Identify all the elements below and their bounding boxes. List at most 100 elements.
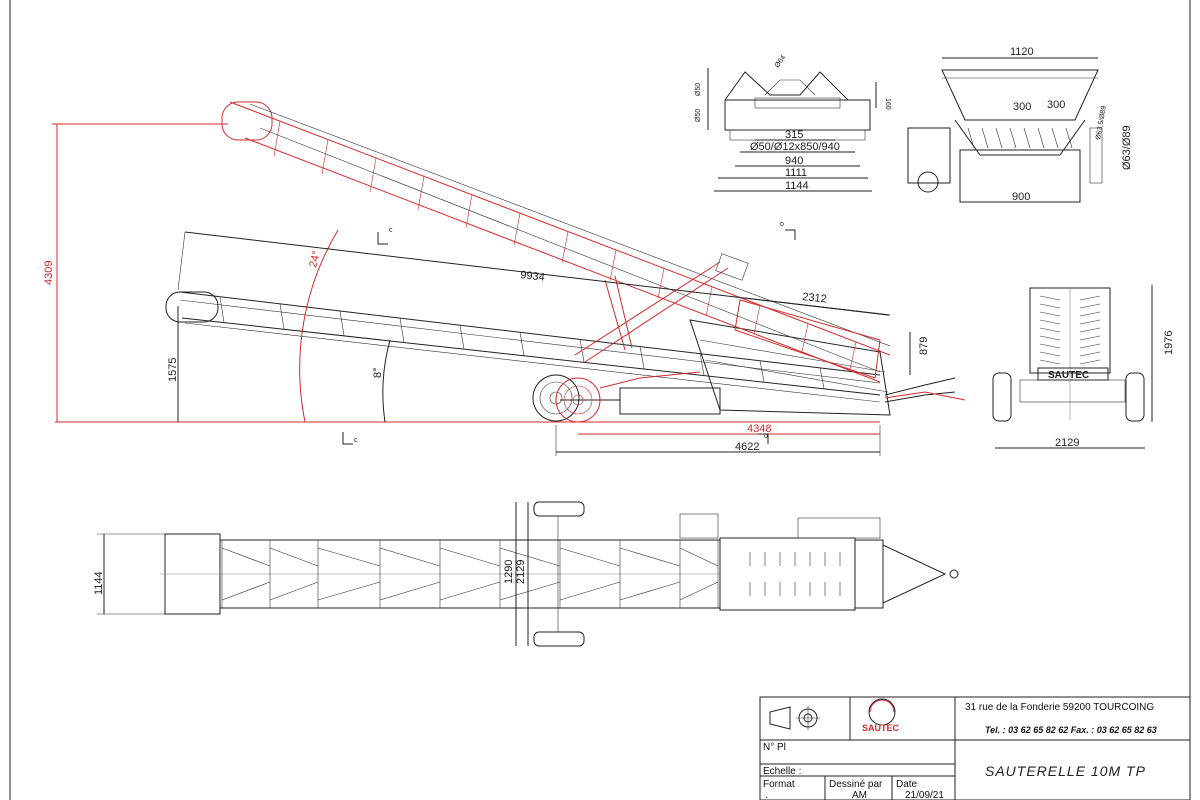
- dim-1111: 1111: [785, 167, 807, 179]
- drawbar-lowered: [884, 377, 956, 396]
- truss-post-raised: [321, 139, 329, 175]
- wheel-raised: [555, 377, 601, 423]
- truss-post-raised: [705, 286, 713, 317]
- chevron-left: [1039, 319, 1061, 325]
- truss-post-raised: [801, 323, 809, 352]
- drawing-title: SAUTERELLE 10M TP: [985, 763, 1146, 779]
- head-pulley-lowered: [165, 291, 219, 323]
- rear-wheel-left: [992, 372, 1012, 422]
- truss-diagonal: [619, 581, 681, 601]
- chevron-right: [1079, 359, 1101, 365]
- chevron-left: [1039, 327, 1061, 333]
- format-value: .: [765, 790, 768, 800]
- section-marker-bottom: c: [354, 437, 358, 444]
- sautec-logo: SAUTEC: [862, 698, 900, 733]
- chevron-left: [1039, 359, 1061, 365]
- chevron-right: [1079, 311, 1101, 317]
- chevron-left: [1039, 295, 1061, 301]
- top-truss-members: [221, 540, 719, 608]
- truss-diagonal: [559, 547, 621, 567]
- drawn-by-value: AM: [852, 790, 867, 800]
- dim-top-inner: 1290: [503, 560, 515, 584]
- chevron-left: [1039, 351, 1061, 357]
- drawbar-top: [882, 544, 947, 604]
- dim-300a: 300: [1013, 101, 1031, 113]
- dim-wheelbase-lowered: 4622: [735, 441, 759, 453]
- detail-marker-bottom: o: [764, 433, 768, 440]
- dim-top-track: 2129: [515, 560, 527, 584]
- angle-arc-8: [382, 339, 391, 423]
- address: 31 rue de la Fonderie 59200 TOURCOING: [965, 702, 1154, 713]
- roller-mark: [981, 127, 989, 149]
- trough-idlers: [724, 71, 849, 101]
- truss-post: [819, 367, 825, 389]
- lift-strut: [574, 261, 721, 356]
- dim-height-lowered: 1575: [167, 358, 179, 382]
- truss-diagonal: [317, 547, 381, 567]
- chevron-right: [1079, 319, 1101, 325]
- truss-post-raised: [561, 231, 569, 264]
- chevron-left: [1039, 335, 1061, 341]
- truss-post: [399, 318, 405, 343]
- roller-mark: [1065, 127, 1073, 149]
- roller-mark: [967, 127, 975, 149]
- dim-300b: 300: [1047, 99, 1065, 111]
- dim-rear-width: 2129: [1055, 437, 1079, 449]
- section-marker-top: c: [389, 227, 393, 234]
- lowered-conveyor: [165, 291, 956, 422]
- chevron-right: [1079, 327, 1101, 333]
- chevron-left: [1039, 343, 1061, 349]
- truss-post: [219, 296, 225, 323]
- drawbar-raised: [884, 391, 966, 401]
- chassis-box: [619, 387, 721, 415]
- truss-diagonal: [269, 547, 319, 567]
- truss-post: [459, 325, 465, 349]
- angle-24-label: 24°: [307, 250, 323, 269]
- hopper-body: [941, 69, 1099, 121]
- dim-940: 940: [785, 155, 803, 167]
- dim-rear-height: 1976: [1163, 331, 1175, 355]
- raised-conveyor: [221, 101, 966, 423]
- raised-conveyor-truss: [273, 121, 857, 370]
- drawn-by-label: Dessiné par: [829, 779, 883, 790]
- wheel-top-lower: [533, 631, 585, 647]
- truss-diagonal: [559, 581, 621, 601]
- dim-roller-b: Ø63/Ø89: [1121, 125, 1133, 170]
- truss-post: [759, 360, 765, 382]
- top-view: 1144 1290 2129: [93, 501, 959, 647]
- truss-post: [279, 303, 285, 330]
- truss-post-raised: [369, 157, 377, 193]
- truss-post-raised: [273, 121, 281, 157]
- phone-fax: Tel. : 03 62 65 82 62 Fax. : 03 62 65 82…: [985, 725, 1157, 735]
- lowered-conveyor-truss: [219, 296, 825, 389]
- hopper-lowered: [689, 319, 891, 416]
- rear-brand: SAUTEC: [1048, 370, 1089, 381]
- dim-roller-dia: Ø64: [774, 54, 787, 69]
- chevron-right: [1079, 343, 1101, 349]
- hopper-raised: [734, 299, 881, 379]
- truss-diagonal: [317, 581, 381, 601]
- truss-post-raised: [657, 268, 665, 299]
- dim-length: 9934: [520, 269, 546, 284]
- title-block: SAUTEC 31 rue de la Fonderie 59200 TOURC…: [759, 696, 1191, 800]
- truss-post: [519, 332, 525, 356]
- dim-height-raised: 4309: [43, 261, 55, 285]
- truss-post-raised: [609, 249, 617, 281]
- wheel-top-upper: [533, 501, 585, 517]
- truss-diagonal: [221, 547, 271, 567]
- top-hopper-rollers: [749, 552, 841, 596]
- truss-post-raised: [513, 213, 521, 246]
- dim-wheelbase-raised: 4348: [747, 423, 771, 435]
- plan-no-label: N° Pl: [763, 742, 786, 753]
- dim-front-left-1: Ø50: [695, 83, 702, 96]
- truss-diagonal: [499, 547, 561, 567]
- dim-hopper-width: 1120: [1010, 46, 1034, 58]
- rear-view: SAUTEC 1976 2129: [992, 285, 1175, 449]
- roller-mark: [1009, 127, 1017, 149]
- detail-marker-top: o: [780, 221, 784, 228]
- dim-roller-spec: Ø50/Ø12x850/940: [750, 141, 840, 153]
- dim-hopper-length: 2312: [802, 291, 828, 305]
- logo-text: SAUTEC: [862, 723, 900, 733]
- truss-diagonal: [679, 581, 719, 601]
- roller-mark: [1023, 127, 1031, 149]
